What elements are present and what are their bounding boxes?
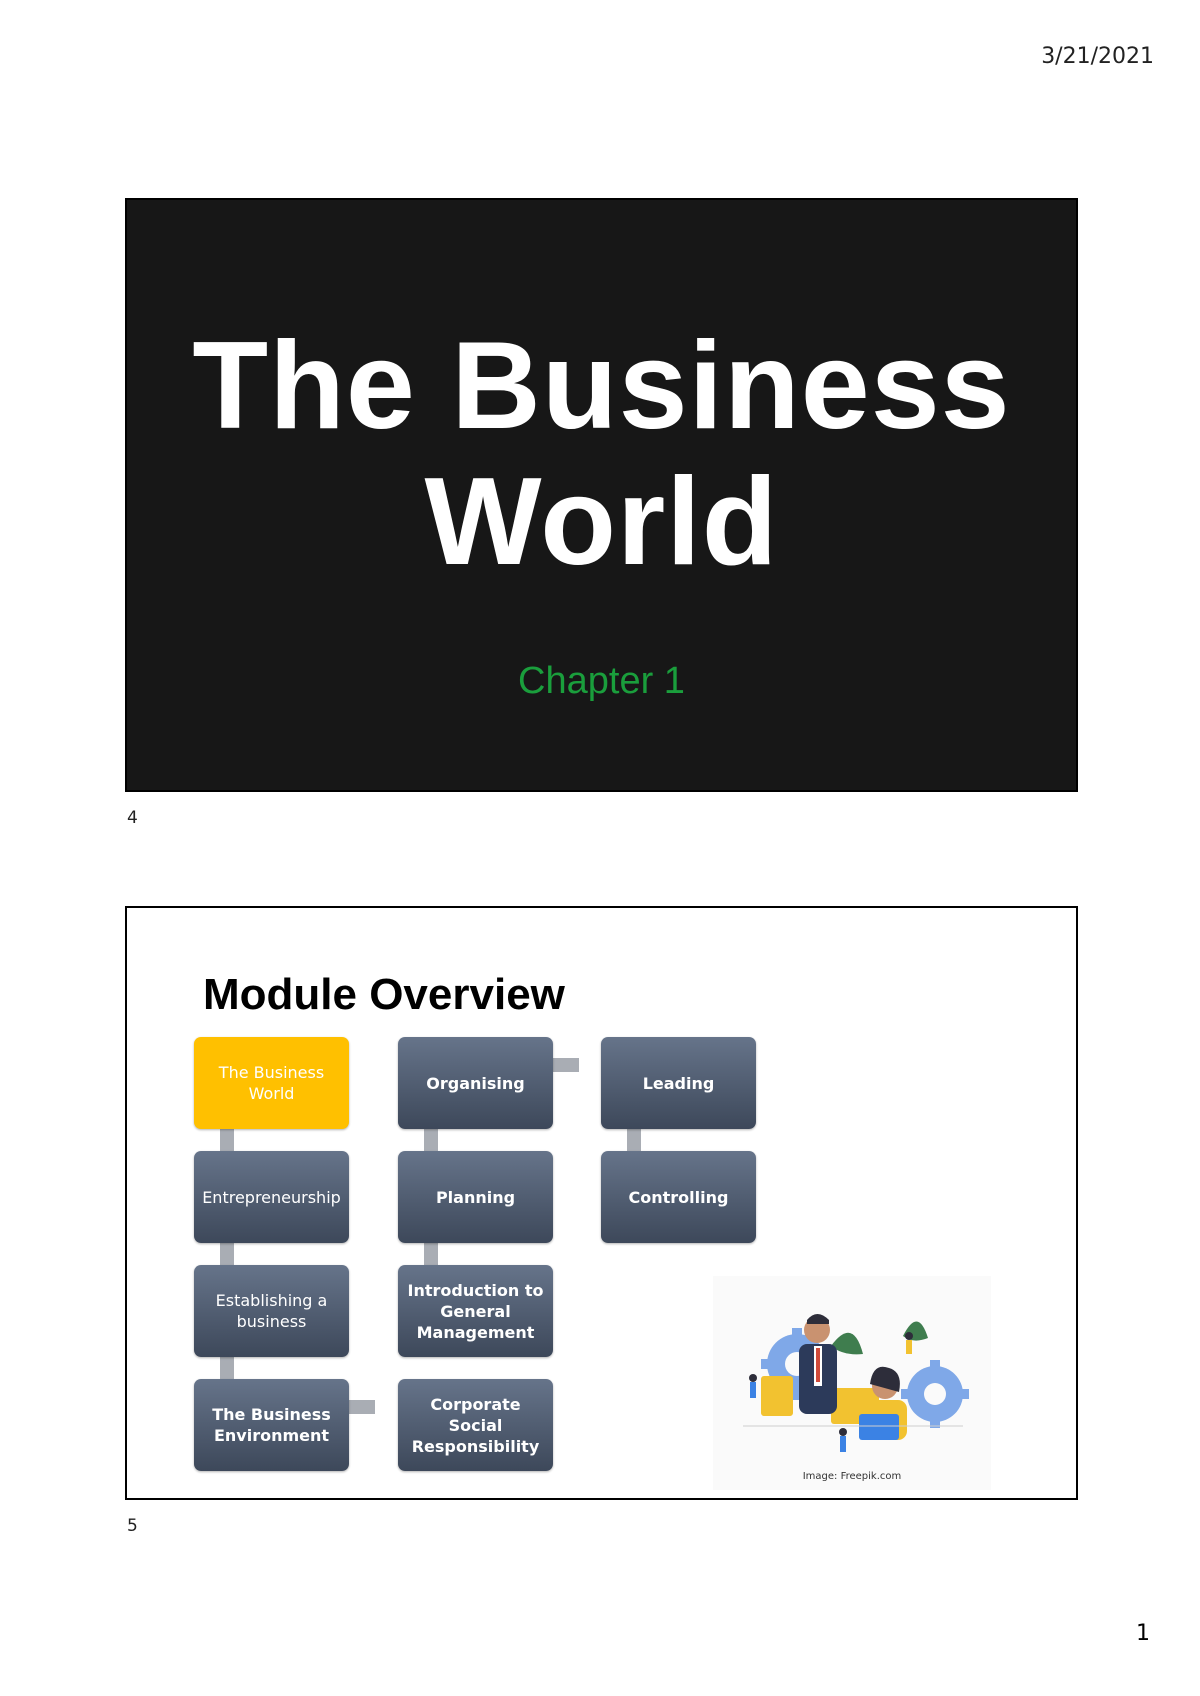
box-label: Introduction to General Management [407,1280,544,1342]
box-label: Establishing a business [215,1291,328,1331]
slide-module-overview: Module Overview The Business World Entre… [125,906,1078,1500]
box-label: Entrepreneurship [202,1187,341,1207]
box-business-environment: The Business Environment [194,1379,349,1471]
box-intro-general-management: Introduction to General Management [398,1265,553,1357]
box-planning: Planning [398,1151,553,1243]
slide-title: The Business World Chapter 1 [125,198,1078,792]
box-entrepreneurship: Entrepreneurship [194,1151,349,1243]
box-label: The Business Environment [212,1405,331,1445]
slide-title-line-2: World [424,453,779,591]
slide-title-line-1: The Business [192,317,1011,455]
module-overview-title: Module Overview [203,970,565,1019]
box-controlling: Controlling [601,1151,756,1243]
business-people-illustration: Image: Freepik.com [713,1276,991,1490]
box-label: The Business World [218,1063,325,1103]
box-label: Leading [642,1073,715,1093]
page-date: 3/21/2021 [1041,44,1154,69]
box-leading: Leading [601,1037,756,1129]
box-establishing-business: Establishing a business [194,1265,349,1357]
box-organising: Organising [398,1037,553,1129]
image-credit: Image: Freepik.com [802,1471,902,1482]
slide-subtitle: Chapter 1 [518,660,685,702]
box-csr: Corporate Social Responsibility [398,1379,553,1471]
slide-index: 5 [127,1516,138,1536]
slide-title-heading: The Business World [127,318,1076,590]
slide-index: 4 [127,808,138,828]
box-label: Controlling [628,1187,729,1207]
box-label: Organising [426,1073,525,1093]
box-business-world: The Business World [194,1037,349,1129]
box-label: Corporate Social Responsibility [411,1394,540,1456]
page-number: 1 [1136,1621,1150,1646]
illustration-icon [743,1314,969,1452]
box-label: Planning [435,1187,516,1207]
